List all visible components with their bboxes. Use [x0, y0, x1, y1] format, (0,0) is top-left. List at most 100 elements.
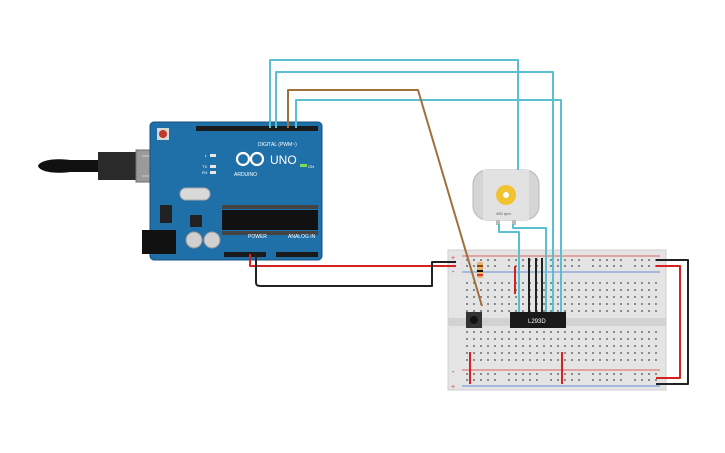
breadboard-hole[interactable] — [536, 345, 538, 347]
breadboard-hole[interactable] — [627, 296, 629, 298]
breadboard-hole[interactable] — [508, 303, 510, 305]
breadboard-hole[interactable] — [473, 282, 475, 284]
breadboard-hole[interactable] — [648, 359, 650, 361]
wire-black-rail[interactable] — [656, 259, 689, 385]
breadboard-hole[interactable] — [550, 379, 552, 381]
breadboard-hole[interactable] — [522, 289, 524, 291]
breadboard-hole[interactable] — [655, 282, 657, 284]
breadboard-hole[interactable] — [557, 303, 559, 305]
breadboard-hole[interactable] — [606, 265, 608, 267]
breadboard-hole[interactable] — [515, 359, 517, 361]
breadboard-hole[interactable] — [620, 338, 622, 340]
breadboard-hole[interactable] — [508, 289, 510, 291]
breadboard-hole[interactable] — [599, 379, 601, 381]
breadboard-hole[interactable] — [564, 303, 566, 305]
breadboard-hole[interactable] — [473, 338, 475, 340]
breadboard-hole[interactable] — [494, 338, 496, 340]
breadboard-hole[interactable] — [515, 379, 517, 381]
breadboard-hole[interactable] — [515, 338, 517, 340]
breadboard-hole[interactable] — [571, 331, 573, 333]
breadboard-hole[interactable] — [494, 289, 496, 291]
breadboard-hole[interactable] — [571, 303, 573, 305]
breadboard-hole[interactable] — [655, 379, 657, 381]
breadboard-hole[interactable] — [564, 296, 566, 298]
breadboard-hole[interactable] — [592, 373, 594, 375]
l293d-chip[interactable]: L293D — [510, 312, 566, 328]
breadboard-hole[interactable] — [571, 289, 573, 291]
breadboard-hole[interactable] — [529, 373, 531, 375]
breadboard-hole[interactable] — [613, 338, 615, 340]
breadboard-hole[interactable] — [466, 265, 468, 267]
breadboard-hole[interactable] — [473, 345, 475, 347]
breadboard-hole[interactable] — [550, 289, 552, 291]
breadboard-hole[interactable] — [501, 352, 503, 354]
breadboard-hole[interactable] — [585, 352, 587, 354]
breadboard-hole[interactable] — [627, 303, 629, 305]
breadboard-hole[interactable] — [599, 345, 601, 347]
breadboard-hole[interactable] — [557, 345, 559, 347]
breadboard-hole[interactable] — [508, 373, 510, 375]
breadboard-hole[interactable] — [501, 345, 503, 347]
breadboard-hole[interactable] — [648, 338, 650, 340]
breadboard-hole[interactable] — [564, 352, 566, 354]
breadboard-hole[interactable] — [543, 303, 545, 305]
breadboard-hole[interactable] — [571, 373, 573, 375]
breadboard-hole[interactable] — [522, 331, 524, 333]
breadboard-hole[interactable] — [543, 282, 545, 284]
breadboard-hole[interactable] — [550, 331, 552, 333]
breadboard-hole[interactable] — [543, 289, 545, 291]
breadboard-hole[interactable] — [613, 359, 615, 361]
breadboard-hole[interactable] — [487, 265, 489, 267]
breadboard-hole[interactable] — [634, 289, 636, 291]
breadboard-hole[interactable] — [585, 310, 587, 312]
breadboard-hole[interactable] — [501, 303, 503, 305]
breadboard-hole[interactable] — [634, 282, 636, 284]
wire-teal-motor[interactable] — [498, 224, 520, 312]
breadboard-hole[interactable] — [487, 259, 489, 261]
breadboard-hole[interactable] — [571, 352, 573, 354]
breadboard-hole[interactable] — [480, 345, 482, 347]
breadboard-hole[interactable] — [578, 331, 580, 333]
breadboard-hole[interactable] — [494, 352, 496, 354]
breadboard-hole[interactable] — [501, 296, 503, 298]
breadboard-hole[interactable] — [641, 259, 643, 261]
breadboard-hole[interactable] — [613, 259, 615, 261]
breadboard-hole[interactable] — [613, 289, 615, 291]
breadboard-hole[interactable] — [592, 338, 594, 340]
breadboard-hole[interactable] — [620, 352, 622, 354]
breadboard-hole[interactable] — [529, 359, 531, 361]
breadboard-hole[interactable] — [494, 331, 496, 333]
breadboard-hole[interactable] — [522, 379, 524, 381]
breadboard-hole[interactable] — [480, 352, 482, 354]
breadboard-hole[interactable] — [627, 331, 629, 333]
breadboard-hole[interactable] — [508, 379, 510, 381]
breadboard-hole[interactable] — [578, 345, 580, 347]
breadboard-hole[interactable] — [557, 379, 559, 381]
breadboard-hole[interactable] — [550, 259, 552, 261]
breadboard-hole[interactable] — [564, 310, 566, 312]
breadboard-hole[interactable] — [543, 310, 545, 312]
breadboard-hole[interactable] — [599, 310, 601, 312]
breadboard-hole[interactable] — [648, 259, 650, 261]
breadboard-hole[interactable] — [634, 296, 636, 298]
breadboard-hole[interactable] — [620, 303, 622, 305]
breadboard-hole[interactable] — [571, 310, 573, 312]
breadboard-hole[interactable] — [473, 331, 475, 333]
breadboard-hole[interactable] — [620, 373, 622, 375]
breadboard-hole[interactable] — [487, 296, 489, 298]
breadboard-hole[interactable] — [501, 310, 503, 312]
wires[interactable] — [249, 59, 689, 385]
breadboard-hole[interactable] — [634, 379, 636, 381]
breadboard-hole[interactable] — [571, 359, 573, 361]
breadboard-hole[interactable] — [557, 352, 559, 354]
breadboard-hole[interactable] — [550, 303, 552, 305]
wire-red-rail[interactable] — [656, 265, 681, 379]
breadboard-hole[interactable] — [634, 352, 636, 354]
breadboard-hole[interactable] — [655, 352, 657, 354]
breadboard-hole[interactable] — [606, 331, 608, 333]
breadboard-hole[interactable] — [564, 338, 566, 340]
breadboard-hole[interactable] — [564, 379, 566, 381]
breadboard-hole[interactable] — [634, 303, 636, 305]
breadboard-hole[interactable] — [599, 303, 601, 305]
